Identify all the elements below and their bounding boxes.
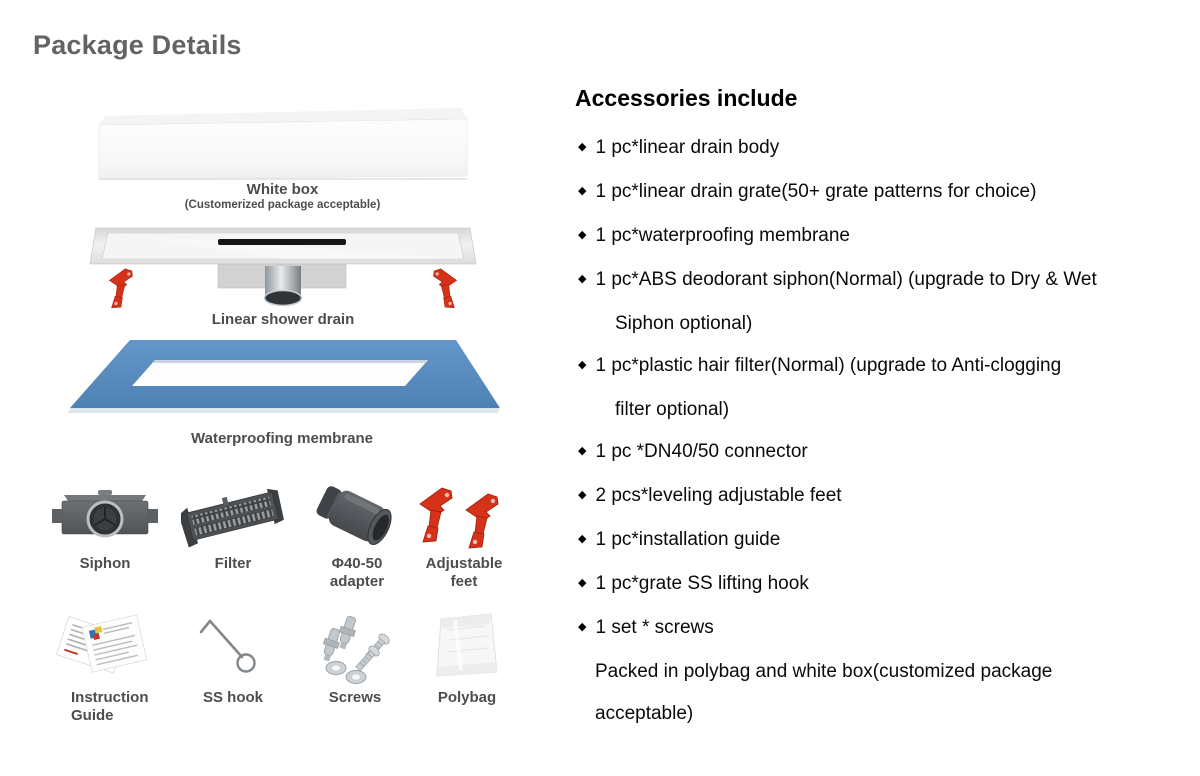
accessory-item: 1 pc*ABS deodorant siphon(Normal) (upgra… [575, 259, 1171, 345]
accessories-heading: Accessories include [575, 85, 798, 111]
adjustable-feet-icon [419, 487, 499, 549]
part-ss-hook: SS hook [177, 606, 289, 707]
accessory-item: 1 set * screws [575, 607, 1171, 651]
accessory-item: 1 pc*linear drain grate(50+ grate patter… [575, 171, 1171, 215]
screws-icon [322, 616, 390, 684]
accessory-item: 1 pc*installation guide [575, 519, 1171, 563]
part-adapter: Φ40-50 adapter [301, 478, 413, 591]
linear-shower-drain-image [88, 224, 478, 312]
adapter-label: Φ40-50 adapter [329, 555, 385, 590]
waterproofing-membrane-image [60, 332, 505, 422]
ss-hook-label: SS hook [202, 689, 263, 706]
accessory-item: 1 pc*plastic hair filter(Normal) (upgrad… [575, 345, 1171, 431]
accessory-item: 1 pc*grate SS lifting hook [575, 563, 1171, 607]
siphon-icon [52, 490, 158, 538]
instruction-guide-icon [55, 614, 148, 674]
linear-shower-drain-icon [89, 227, 477, 309]
part-screws: Screws [299, 606, 411, 707]
waterproofing-membrane-icon [68, 340, 500, 413]
accessories-footer: Packed in polybag and white box(customiz… [595, 661, 1053, 724]
accessories-list: 1 pc*linear drain body1 pc*linear drain … [575, 127, 1171, 651]
part-filter: Filter [177, 478, 289, 573]
siphon-label: Siphon [79, 555, 131, 572]
polybag-icon [435, 613, 498, 677]
drain-foot-left [108, 268, 133, 309]
part-adjustable-feet: Adjustable feet [408, 478, 520, 591]
accessory-item: 1 pc *DN40/50 connector [575, 431, 1171, 475]
accessory-item: 1 pc*linear drain body [575, 127, 1171, 171]
screws-label: Screws [328, 689, 382, 706]
accessory-item: 1 pc*waterproofing membrane [575, 215, 1171, 259]
drain-foot-right [433, 268, 458, 309]
page-title: Package Details [33, 30, 242, 60]
adjustable-feet-label: Adjustable feet [425, 555, 503, 590]
waterproofing-membrane-label: Waterproofing membrane [191, 430, 373, 447]
polybag-label: Polybag [437, 689, 497, 706]
part-siphon: Siphon [49, 478, 161, 573]
white-box-sublabel: (Customerized package acceptable) [184, 199, 381, 211]
accessories-panel: Accessories include 1 pc*linear drain bo… [575, 84, 1171, 735]
white-box-label: White box [246, 181, 319, 198]
white-box-icon [98, 108, 468, 180]
part-polybag: Polybag [411, 606, 523, 707]
part-instruction-guide: Instruction Guide [49, 606, 161, 725]
adapter-icon [316, 486, 392, 545]
filter-label: Filter [214, 555, 252, 572]
accessory-item: 2 pcs*leveling adjustable feet [575, 475, 1171, 519]
linear-shower-drain-label: Linear shower drain [211, 311, 355, 328]
white-box-image [95, 104, 470, 182]
ss-hook-icon [199, 618, 256, 673]
filter-icon [181, 488, 284, 548]
instruction-guide-label: Instruction Guide [71, 689, 149, 724]
